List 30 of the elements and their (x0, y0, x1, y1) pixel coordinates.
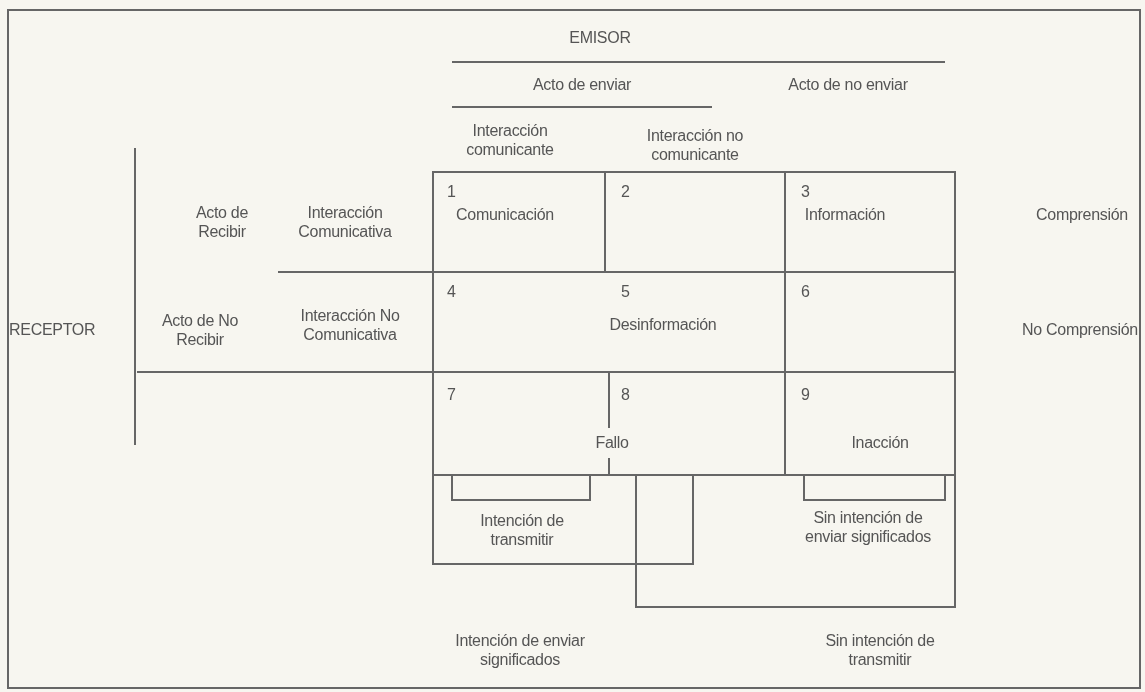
text-label: Fallo (594, 433, 630, 453)
text-label: RECEPTOR (9, 320, 95, 340)
cell-number: 9 (801, 385, 810, 405)
text-label: No Comprensión (1021, 320, 1139, 340)
text-label: Intención de enviar significados (454, 630, 586, 670)
text-label: Sin intención de enviar significados (804, 507, 932, 547)
text-label: Intención de transmitir (479, 510, 565, 550)
text-label: Interacción Comunicativa (297, 202, 393, 242)
text-label: Interacción No Comunicativa (299, 305, 401, 345)
text-label: Interacción comunicante (465, 120, 555, 160)
cell-number: 7 (447, 385, 456, 405)
text-label: Acto de no enviar (787, 75, 909, 95)
cell-number: 3 (801, 182, 810, 202)
text-label: Desinformación (608, 315, 718, 335)
text-label: Sin intención de transmitir (824, 630, 936, 670)
text-label: Acto de Recibir (194, 202, 250, 242)
cell-number: 6 (801, 282, 810, 302)
text-label: Comunicación (455, 205, 555, 225)
cell-number: 4 (447, 282, 456, 302)
text-label: Información (803, 205, 887, 225)
text-label: EMISOR (568, 28, 632, 48)
cell-number: 2 (621, 182, 630, 202)
text-label: Inacción (850, 433, 910, 453)
text-label: Comprensión (1035, 205, 1129, 225)
text-label: Acto de enviar (531, 75, 633, 95)
cell-number: 1 (447, 182, 456, 202)
cell-number: 8 (621, 385, 630, 405)
text-label: Acto de No Recibir (160, 310, 240, 350)
cell-number: 5 (621, 282, 630, 302)
text-label: Interacción no comunicante (645, 125, 745, 165)
